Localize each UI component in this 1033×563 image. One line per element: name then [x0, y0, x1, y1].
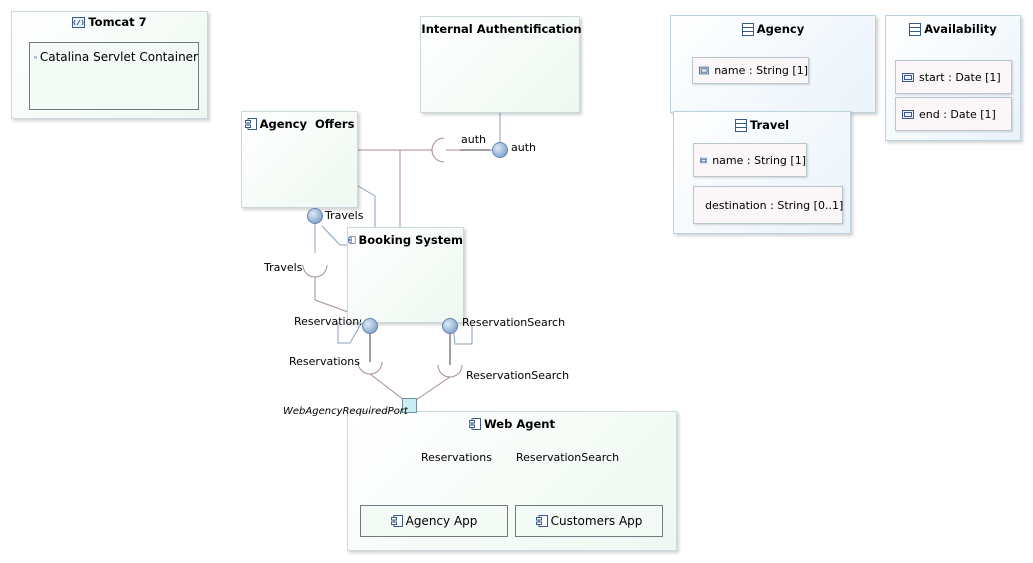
property-icon [700, 157, 708, 163]
interface-travels-ball[interactable] [307, 208, 323, 224]
class-travel-label: Travel [749, 118, 790, 132]
agency-offers-label: Agency Offers [259, 117, 355, 131]
class-icon [909, 22, 922, 36]
customers-app-label: Customers App [550, 514, 643, 528]
label-auth-provided: auth [511, 141, 536, 154]
component-icon [348, 236, 356, 244]
class-availability-title: Availability [886, 19, 1020, 39]
attribute-travel-destination-text: destination : String [0..1] [705, 198, 844, 212]
attribute-availability-end[interactable]: end : Date [1] [895, 97, 1012, 131]
agency-app-label: Agency App [405, 514, 478, 528]
booking-system-title: Booking System [348, 230, 463, 250]
label-web-reservationsearch: ReservationSearch [516, 451, 620, 464]
agency-offers-title: Agency Offers [242, 114, 357, 134]
interface-reservations-ball[interactable] [362, 318, 378, 334]
wire-search-deleg [452, 325, 473, 345]
property-icon [699, 66, 710, 75]
label-auth-required: auth [461, 133, 486, 146]
catalina-title: Catalina Servlet Container [30, 47, 198, 67]
socket-reservations [357, 361, 383, 375]
socket-reservationsearch [437, 364, 463, 378]
agency-app-component[interactable]: Agency App [360, 505, 508, 537]
label-travels-provided: Travels [325, 209, 364, 222]
component-icon [535, 515, 548, 527]
interface-auth-ball[interactable] [492, 142, 508, 158]
label-reservations-provided: Reservations [294, 315, 361, 328]
class-agency-title: Agency [671, 19, 875, 39]
class-icon [734, 118, 747, 132]
class-agency-label: Agency [756, 22, 805, 36]
attribute-agency-name-text: name : String [1] [714, 64, 808, 77]
internal-auth-label: Internal Authentification [421, 22, 582, 36]
booking-system-label: Booking System [358, 233, 463, 247]
tomcat-label: Tomcat 7 [88, 15, 147, 29]
class-icon [741, 22, 754, 36]
socket-travels [302, 264, 328, 278]
attribute-travel-name-text: name : String [1] [712, 153, 806, 167]
attribute-travel-name[interactable]: name : String [1] [693, 143, 807, 177]
agency-app-title: Agency App [361, 506, 507, 536]
label-reservationsearch-provided: ReservationSearch [462, 316, 566, 329]
label-travels-required: Travels [264, 261, 303, 274]
wire-offers-booking [321, 225, 348, 246]
wire-res-deleg [337, 321, 363, 344]
property-icon [902, 109, 914, 119]
attribute-availability-start-text: start : Date [1] [919, 70, 1001, 84]
agency-offers-component[interactable]: Agency Offers [241, 111, 358, 208]
component-icon [469, 418, 482, 430]
tomcat-title: Tomcat 7 [12, 12, 207, 32]
catalina-node[interactable]: Catalina Servlet Container [29, 42, 199, 110]
interface-reservationsearch-ball[interactable] [442, 318, 458, 334]
internal-auth-title: Internal Authentification [421, 19, 582, 39]
wire-search-port [415, 376, 451, 401]
attribute-agency-name[interactable]: name : String [1] [692, 57, 809, 84]
execution-environment-icon [72, 16, 86, 28]
property-icon [902, 72, 914, 82]
label-reservationsearch-required: ReservationSearch [466, 369, 570, 382]
customers-app-title: Customers App [516, 506, 662, 536]
web-agent-title: Web Agent [348, 414, 676, 434]
label-web-reservations: Reservations [421, 451, 492, 464]
label-web-port: WebAgencyRequiredPort [283, 406, 408, 417]
component-icon [390, 515, 403, 527]
attribute-availability-end-text: end : Date [1] [919, 107, 996, 121]
internal-auth-component[interactable]: Internal Authentification [420, 16, 582, 113]
socket-auth [431, 137, 445, 163]
catalina-label: Catalina Servlet Container [39, 50, 198, 64]
wire-res-port [369, 373, 405, 401]
component-icon [244, 118, 257, 130]
attribute-availability-start[interactable]: start : Date [1] [895, 60, 1012, 94]
class-travel-title: Travel [674, 115, 850, 135]
web-agent-label: Web Agent [484, 417, 555, 431]
execution-environment-icon [34, 55, 37, 59]
label-reservations-required: Reservations [289, 355, 360, 368]
web-agency-required-port[interactable] [402, 398, 417, 413]
class-availability-label: Availability [924, 22, 997, 36]
wire-travels-req-diag [314, 299, 349, 313]
attribute-travel-destination[interactable]: destination : String [0..1] [693, 186, 843, 224]
booking-system-component[interactable]: Booking System [347, 227, 464, 323]
customers-app-component[interactable]: Customers App [515, 505, 663, 537]
